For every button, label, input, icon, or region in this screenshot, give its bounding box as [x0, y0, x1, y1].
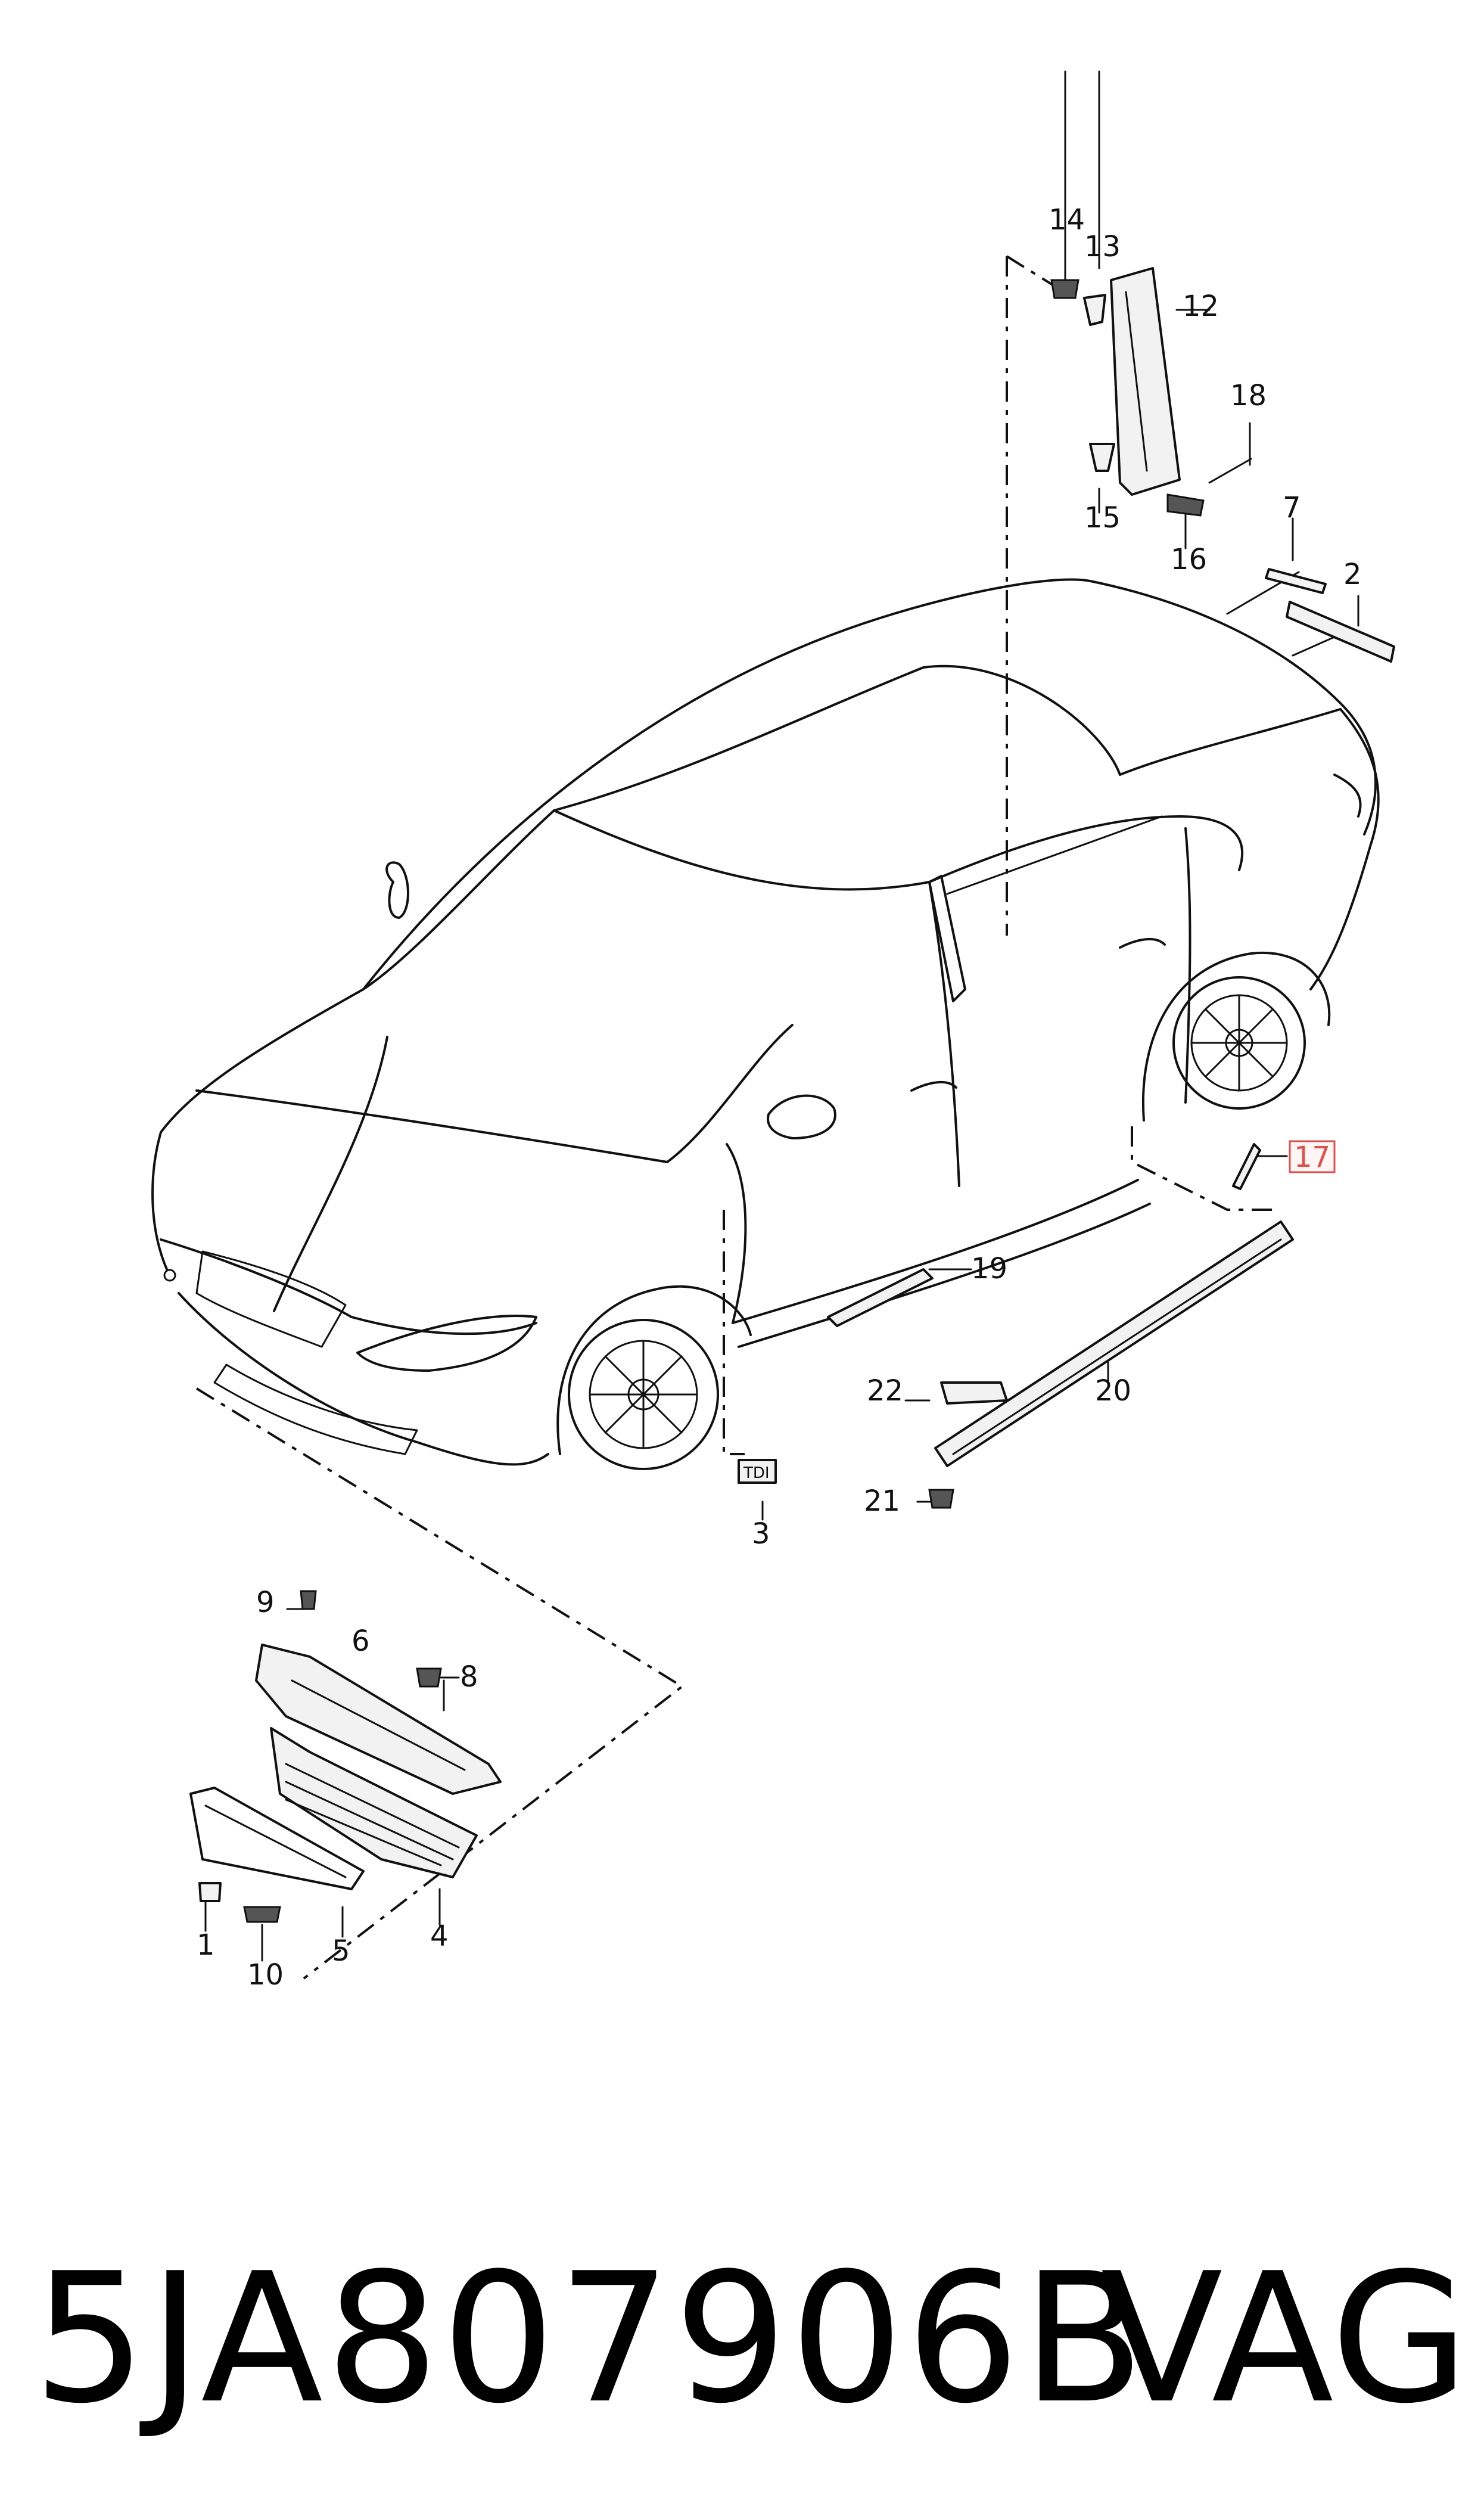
callout-18: 18 — [1230, 379, 1267, 412]
callout-17-highlight: 17 — [1289, 1140, 1336, 1174]
sill-trim-19 — [827, 1268, 934, 1327]
car-illustration — [151, 578, 1380, 1470]
grille-assembly — [189, 1590, 502, 1923]
callout-7: 7 — [1283, 491, 1301, 524]
screw-16 — [1166, 493, 1205, 517]
callout-6: 6 — [351, 1625, 370, 1658]
callout-8: 8 — [460, 1660, 478, 1694]
b-pillar-trim — [1110, 267, 1181, 496]
strip-18 — [1208, 458, 1252, 484]
callout-14: 14 — [1049, 203, 1085, 237]
part-17 — [1232, 1143, 1261, 1190]
bolt-21 — [928, 1489, 954, 1509]
callout-2: 2 — [1343, 558, 1362, 591]
callout-16: 16 — [1171, 543, 1207, 576]
sill-20 — [934, 1220, 1294, 1467]
tdi-badge-text: TDI — [743, 1464, 770, 1482]
strip-2 — [1286, 601, 1395, 663]
grille-insert-4 — [270, 1727, 478, 1878]
grille-frame-5 — [189, 1787, 365, 1890]
clip-13 — [1083, 294, 1106, 326]
part-number: 5JA807906B — [33, 2235, 1147, 2443]
callout-1: 1 — [197, 1928, 215, 1962]
footer: 5JA807906B VAG — [0, 2241, 1484, 2437]
strip-7 — [1265, 568, 1327, 594]
callout-15: 15 — [1084, 501, 1121, 535]
screw-9 — [300, 1590, 317, 1610]
callout-9: 9 — [256, 1586, 275, 1619]
callout-19: 19 — [971, 1252, 1007, 1285]
screw-14 — [1050, 279, 1079, 299]
callout-10: 10 — [247, 1958, 284, 1992]
small-parts: TDI — [738, 267, 1395, 1509]
clip-15 — [1089, 443, 1115, 472]
callout-4: 4 — [430, 1919, 449, 1953]
tdi-badge — [738, 1459, 777, 1484]
bolt-8 — [416, 1667, 442, 1688]
callout-21: 21 — [864, 1484, 900, 1518]
brand-name: VAG — [1100, 2235, 1469, 2443]
callout-3: 3 — [752, 1517, 770, 1551]
callout-17: 17 — [1294, 1141, 1330, 1174]
callout-22: 22 — [867, 1374, 903, 1408]
emblem-1 — [198, 1882, 222, 1902]
callout-5: 5 — [332, 1934, 350, 1968]
clip-10 — [243, 1906, 281, 1923]
callout-12: 12 — [1183, 290, 1219, 323]
callout-13: 13 — [1084, 230, 1121, 263]
callout-20: 20 — [1095, 1374, 1131, 1408]
callout-labels: 14 13 12 18 15 16 7 2 17 19 20 22 21 3 9… — [197, 203, 1362, 1992]
bracket-22 — [940, 1381, 1008, 1405]
